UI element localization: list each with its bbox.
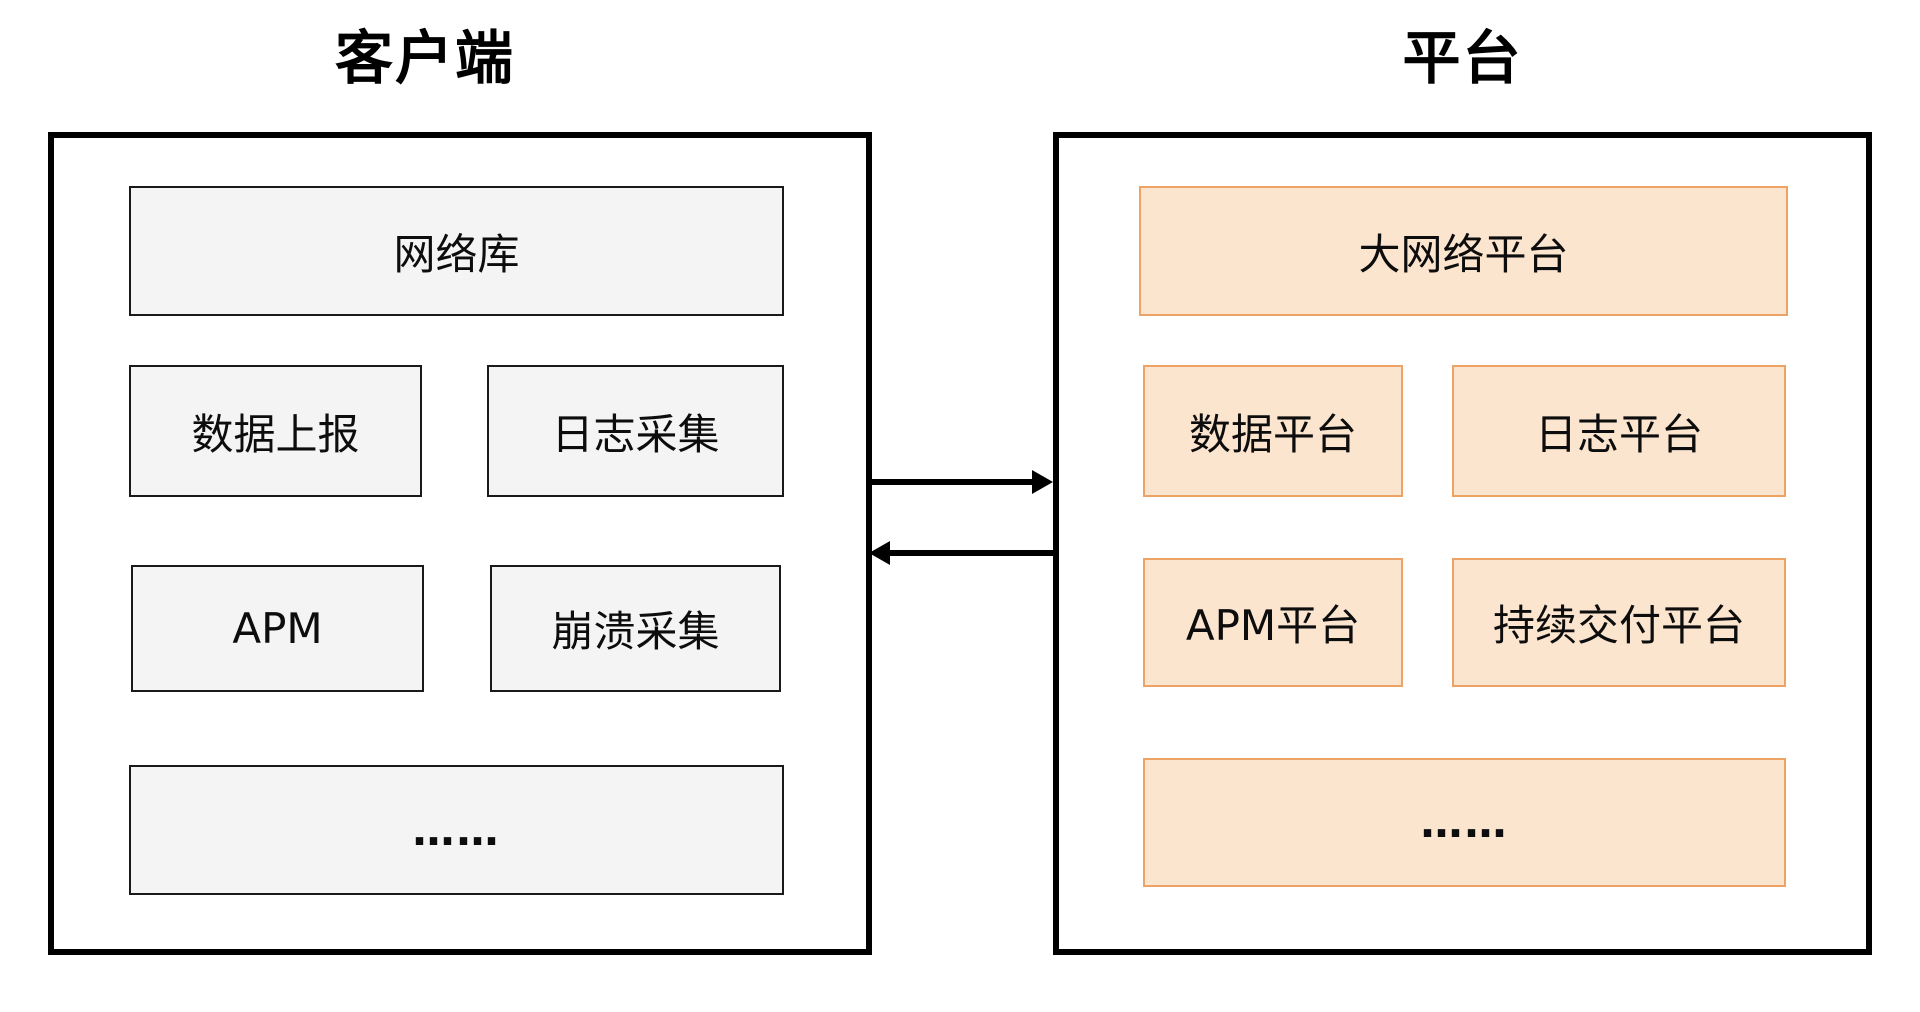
client-box-log-collection: 日志采集: [487, 365, 784, 497]
client-panel: 网络库 数据上报 日志采集 APM 崩溃采集 ……: [48, 132, 872, 955]
arrow-head-right-icon: [1032, 470, 1053, 494]
arrow-line: [888, 550, 1053, 556]
platform-box-continuous-delivery: 持续交付平台: [1452, 558, 1786, 687]
client-box-apm: APM: [131, 565, 424, 692]
platform-box-big-network: 大网络平台: [1139, 186, 1788, 316]
client-panel-title: 客户端: [334, 24, 515, 92]
client-box-crash-collection: 崩溃采集: [490, 565, 781, 692]
arrow-head-left-icon: [869, 541, 890, 565]
client-box-ellipsis: ……: [129, 765, 784, 895]
arrow-line: [872, 479, 1034, 485]
platform-box-data-platform: 数据平台: [1143, 365, 1403, 497]
platform-box-apm-platform: APM平台: [1143, 558, 1403, 687]
client-box-network-library: 网络库: [129, 186, 784, 316]
platform-box-ellipsis: ……: [1143, 758, 1786, 887]
platform-panel: 大网络平台 数据平台 日志平台 APM平台 持续交付平台 ……: [1053, 132, 1872, 955]
platform-box-log-platform: 日志平台: [1452, 365, 1786, 497]
platform-panel-title: 平台: [1402, 24, 1523, 92]
client-box-data-report: 数据上报: [129, 365, 422, 497]
